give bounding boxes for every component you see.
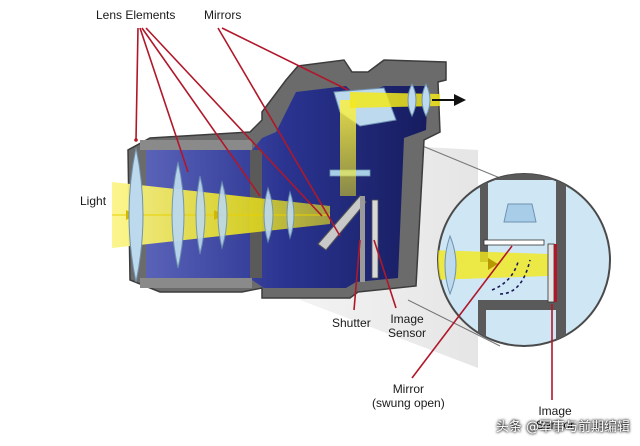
- main-mirror: [317, 195, 367, 251]
- inset-wall-top: [488, 174, 568, 180]
- leader-lens-1: [135, 27, 139, 141]
- inset-swing-path-1: [499, 259, 531, 295]
- label-light: Light: [80, 194, 107, 208]
- label-image-sensor-line2: Sensor: [388, 326, 427, 340]
- leader-sensor: [373, 239, 397, 309]
- watermark: 头条 @军事与前期编辑: [495, 420, 630, 435]
- lens-barrel-top: [140, 140, 252, 150]
- leader-dot-1: [134, 138, 138, 142]
- shutter-plate: [360, 196, 365, 282]
- label-mirrors: Mirrors: [204, 8, 242, 22]
- leader-lens-3: [141, 27, 261, 197]
- lens-element-4: [217, 180, 228, 250]
- leader-lens-2: [139, 27, 189, 173]
- leader-lines: [135, 27, 553, 400]
- lens-element-2: [171, 161, 185, 269]
- label-image-sensor: Image Sensor: [388, 312, 426, 340]
- eyepiece-lens-2: [421, 82, 431, 118]
- label-lens-elements: Lens Elements: [96, 8, 176, 22]
- label-image-sensor-line1: Image: [390, 312, 424, 326]
- inset-wall-left: [480, 174, 488, 262]
- exit-arrow-head: [454, 94, 466, 106]
- label-mirror-swung-line1: Mirror: [392, 382, 425, 396]
- inset-swing-path-2: [491, 261, 519, 291]
- inset-arrow: [488, 258, 498, 270]
- leader-mirror-swung: [411, 245, 513, 379]
- label-inset-image-sensor-line2: Sensor: [536, 418, 575, 432]
- leader-shutter: [353, 239, 361, 311]
- inset-content: [438, 174, 568, 346]
- leader-mirror-1: [221, 27, 349, 91]
- label-mirror-swung-line2: (swung open): [372, 396, 445, 410]
- inset-mirror-swung: [483, 239, 545, 246]
- lens-element-6: [286, 190, 295, 240]
- lens-element-front: [128, 147, 144, 283]
- label-inset-image-sensor: Image Sensor: [536, 404, 574, 432]
- viewfinder-beam: [350, 92, 440, 108]
- image-sensor: [371, 199, 379, 279]
- reflected-beam-up: [340, 100, 356, 196]
- inset-sensor: [547, 243, 555, 303]
- lens-element-3: [195, 175, 206, 255]
- leader-mirror-2: [217, 27, 341, 237]
- inset-wall-base: [478, 310, 486, 346]
- inset-prism: [503, 203, 537, 223]
- inset-lens: [444, 234, 457, 296]
- leader-lens-4: [145, 27, 323, 217]
- label-inset-image-sensor-line1: Image: [538, 404, 572, 418]
- label-shutter: Shutter: [332, 316, 371, 330]
- inset-sensor-red: [554, 244, 557, 302]
- label-mirror-swung: Mirror (swung open): [372, 382, 445, 410]
- inset-wall-lower: [478, 300, 558, 310]
- lens-barrel-bottom: [140, 278, 252, 288]
- eyepiece-lens-1: [407, 82, 417, 118]
- lens-element-5: [263, 186, 274, 244]
- interior-cavity: [146, 86, 428, 288]
- inset-wall-right: [556, 180, 566, 340]
